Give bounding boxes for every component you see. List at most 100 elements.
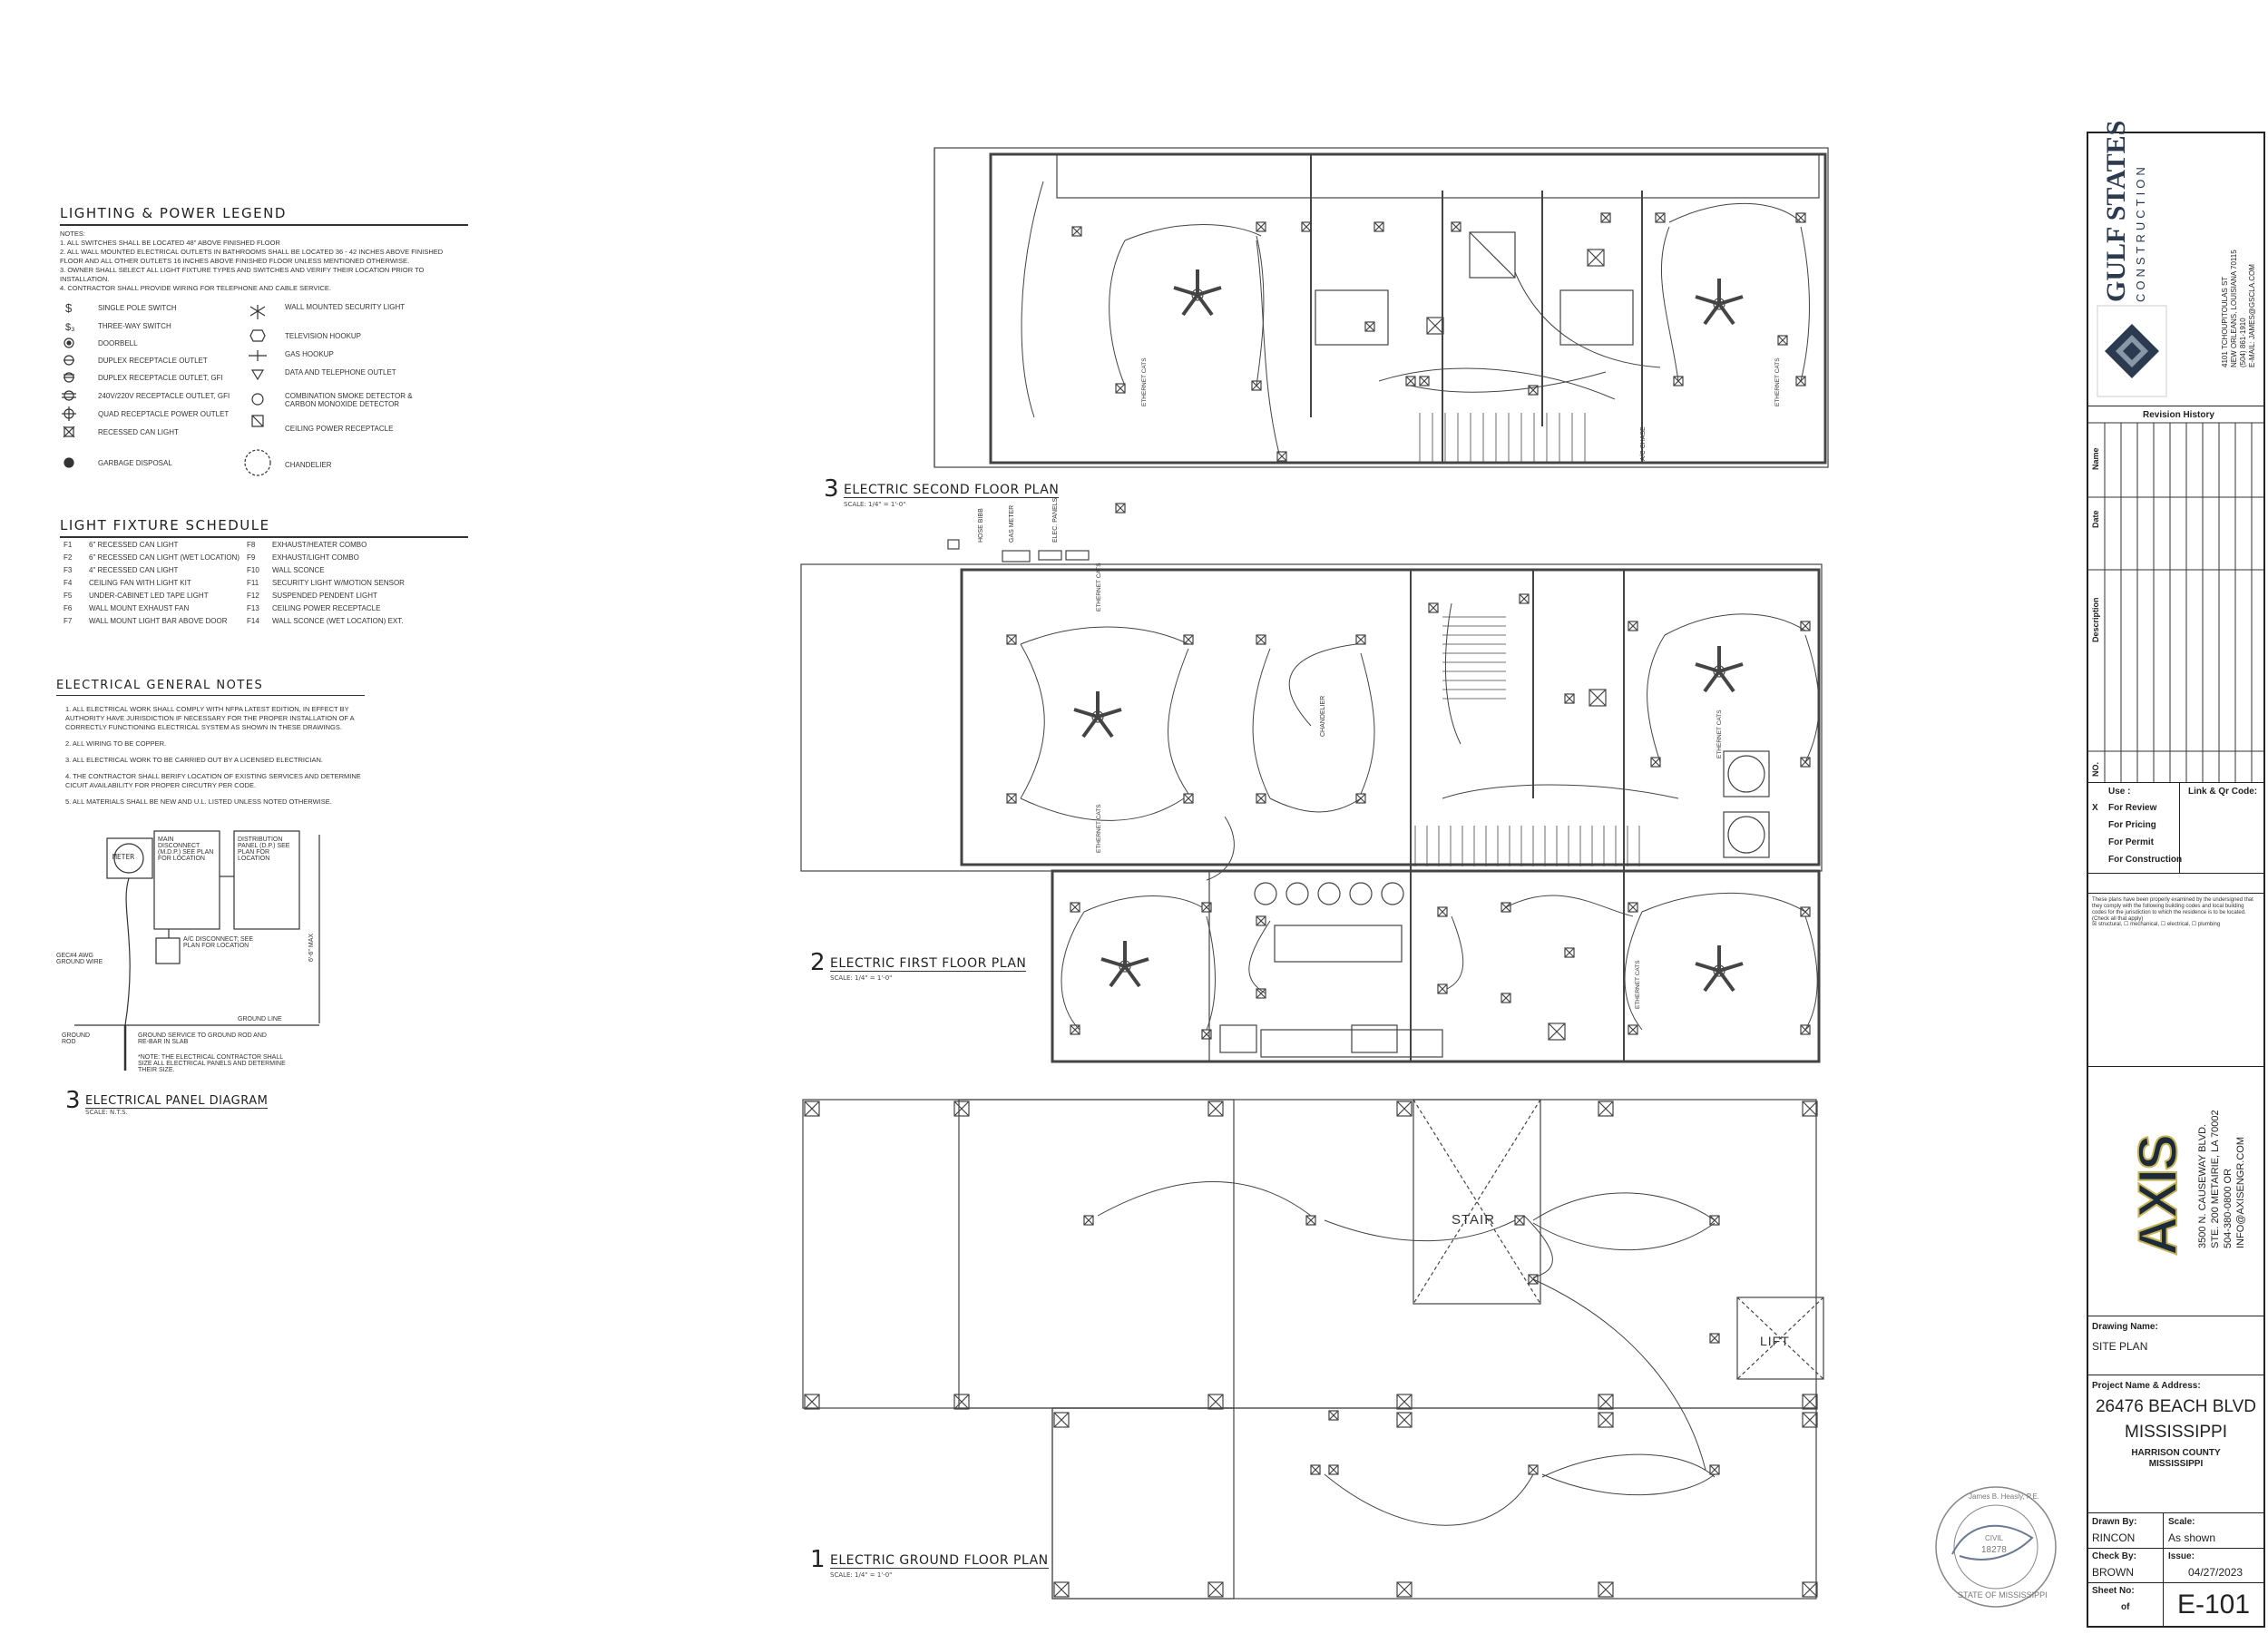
fixture-code-right-6: F14 [247,617,259,625]
notes-header: NOTES: [60,230,85,238]
general-notes-title: ELECTRICAL GENERAL NOTES [56,679,365,696]
fixture-code-left-3: F4 [64,579,73,587]
rect-246 [1501,993,1511,1003]
use-mark-0[interactable]: X [2092,803,2098,813]
scale-value: As shown [2168,1531,2216,1544]
issue-date: 04/27/2023 [2188,1566,2244,1579]
sheet-of: of [2121,1602,2130,1612]
line-167 [1124,957,1149,968]
circle-276 [1349,882,1373,905]
use-option-2[interactable]: For Permit [2108,837,2155,847]
company-address-4: E-MAIL: JAMES@GSCLA.COM [2248,264,2256,367]
line-197 [1256,793,1266,804]
ethernet-label-1st-a: ETHERNET CATS [1096,563,1102,612]
legend-recessed-can: RECESSED CAN LIGHT [98,428,179,436]
line-188 [1183,793,1194,804]
line-239 [1256,988,1266,999]
line-100 [1587,249,1605,267]
line-157 [1081,715,1100,739]
path-300 [1248,920,1271,994]
path-292 [1360,652,1375,795]
engineer-panel: AXIS 3500 N. CAUSEWAY BLVD. STE. 200 MET… [2088,1066,2263,1316]
line-31 [1173,286,1198,297]
rect-364 [1802,1412,1818,1428]
rect-243 [1501,902,1511,913]
line-79 [1600,212,1611,223]
elec-panels-label: ELEC. PANELS [1052,497,1059,543]
use-option-0[interactable]: For Review [2108,803,2157,813]
rect-264 [1564,947,1575,958]
first-floor-scale: SCALE: 1/4" = 1'-0" [830,974,893,982]
rect-115 [1208,870,1820,1062]
rect-343 [1207,1394,1224,1410]
rect-319 [804,1101,820,1117]
rect-112 [800,563,1823,872]
second-floor-name: ELECTRIC SECOND FLOOR PLAN [844,483,1060,498]
fixture-desc-left-1: 6" RECESSED CAN LIGHT (WET LOCATION) [89,553,240,562]
rect-267 [1589,689,1607,707]
ethernet-label-2nd-b: ETHERNET CATS [1774,357,1781,406]
line-194 [1355,634,1366,645]
company-address-1: 4101 TCHOUPITOULAS ST [2221,276,2229,367]
ground-rod-label: GROUND ROD [62,1032,91,1045]
path-419 [1532,1278,1706,1471]
rect-349 [1598,1394,1614,1410]
path-105 [1668,202,1802,223]
title-block: GULF STATES CONSTRUCTION 4101 TCHOUPITOU… [2087,121,2265,1628]
rect-183 [1006,793,1017,804]
path-417 [1532,1192,1716,1221]
rect-0 [934,147,1829,468]
path-421 [1541,1473,1716,1496]
line-399 [1709,1333,1720,1344]
line-381 [1802,1581,1818,1598]
rect-195 [1256,793,1266,804]
second-floor-plan [934,147,1829,514]
line-185 [1006,793,1017,804]
first-floor-name: ELECTRIC FIRST FLOOR PLAN [830,956,1027,972]
line-91 [1777,335,1788,346]
svg-text:$: $ [65,301,73,315]
line-61 [1301,221,1312,232]
sheet-number: E-101 [2177,1590,2251,1619]
line-227 [1070,1024,1080,1035]
line-324 [953,1101,970,1117]
fixture-code-right-1: F9 [247,553,256,562]
rect-249 [1628,902,1638,913]
path-418 [1532,1222,1716,1251]
path-106 [1660,226,1679,382]
rect-219 [1070,902,1080,913]
fixture-desc-right-4: SUSPENDED PENDENT LIGHT [272,592,377,600]
rect-370 [1207,1581,1224,1598]
fixture-desc-right-6: WALL SCONCE (WET LOCATION) EXT. [272,617,404,625]
legend-smoke: COMBINATION SMOKE DETECTOR & CARBON MONO… [285,392,413,408]
legend-quad: QUAD RECEPTACLE POWER OUTLET [98,410,230,418]
rect-10 [1315,289,1389,346]
use-option-3[interactable]: For Construction [2108,855,2183,865]
rect-204 [1519,593,1530,604]
general-note-2: 2. ALL WIRING TO BE COPPER. [65,739,167,748]
line-40 [1071,226,1082,237]
cert-checks: ☒ structural, ☐ mechanical, ☐ electrical… [2092,922,2221,927]
general-notes: ELECTRICAL GENERAL NOTES 1. ALL ELECTRIC… [56,679,365,807]
svg-text:$₃: $₃ [65,322,75,333]
line-375 [1396,1581,1413,1598]
ground-floor-name: ELECTRIC GROUND FLOOR PLAN [830,1553,1049,1569]
path-294 [1664,613,1806,636]
fixture-desc-left-6: WALL MOUNT LIGHT BAR ABOVE DOOR [89,617,228,625]
rect-394 [1528,1274,1539,1285]
rect-47 [1251,380,1262,391]
fixture-desc-right-3: SECURITY LIGHT W/MOTION SENSOR [272,579,405,587]
use-option-1[interactable]: For Pricing [2108,820,2156,830]
line-29 [1196,293,1214,317]
rect-382 [1083,1215,1094,1226]
line-384 [1083,1215,1094,1226]
legend-ceiling-receptacle: CEILING POWER RECEPTACLE [285,425,394,433]
seal-state: STATE OF MISSISSIPPI [1958,1590,2048,1600]
rect-331 [1598,1101,1614,1117]
line-168 [1123,964,1141,988]
fixture-desc-left-3: CEILING FAN WITH LIGHT KIT [89,579,191,587]
path-296 [1804,634,1820,763]
engineer-address-2: STE. 200 METAIRIE, LA 70002 [2210,1110,2221,1248]
rect-373 [1396,1581,1413,1598]
line-82 [1405,376,1416,386]
